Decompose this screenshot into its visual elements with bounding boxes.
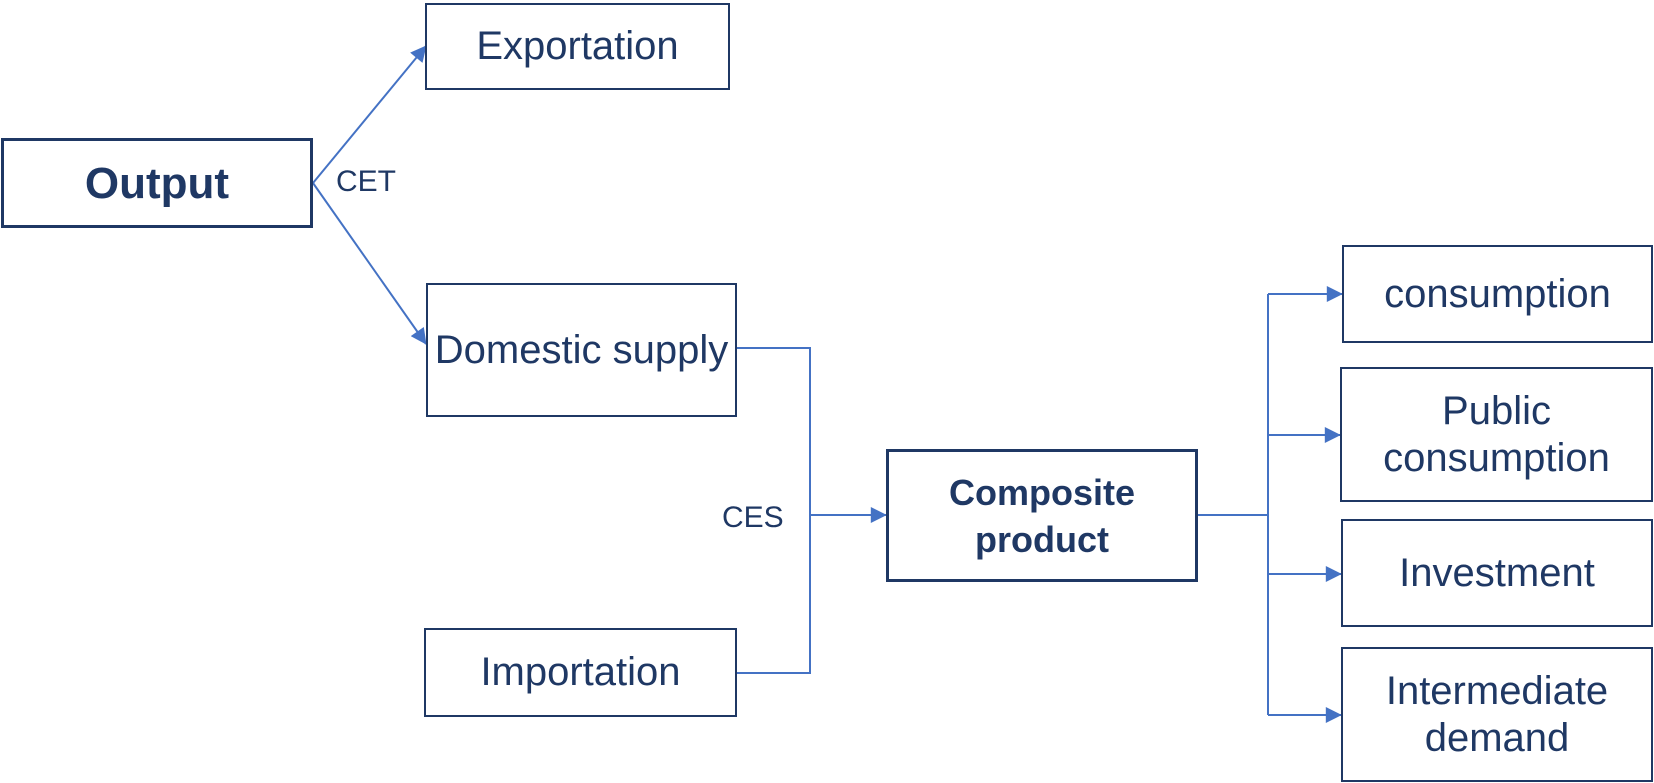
- node-output: Output: [1, 138, 313, 228]
- node-exportation: Exportation: [425, 3, 730, 90]
- node-importation: Importation: [424, 628, 737, 717]
- edge-label-ces: CES: [722, 501, 784, 534]
- node-public-consumption: Public consumption: [1340, 367, 1653, 502]
- node-consumption: consumption: [1342, 245, 1653, 343]
- connector-output-exportation: [312, 45, 427, 184]
- connector-output-domestic-supply: [312, 182, 427, 345]
- node-intermediate-demand: Intermediate demand: [1341, 647, 1653, 782]
- node-investment: Investment: [1341, 519, 1653, 627]
- edge-label-cet: CET: [336, 165, 396, 198]
- connector-domestic-importation-merge: [737, 347, 811, 674]
- node-composite-product: Composite product: [886, 449, 1198, 582]
- node-domestic-supply: Domestic supply: [426, 283, 737, 417]
